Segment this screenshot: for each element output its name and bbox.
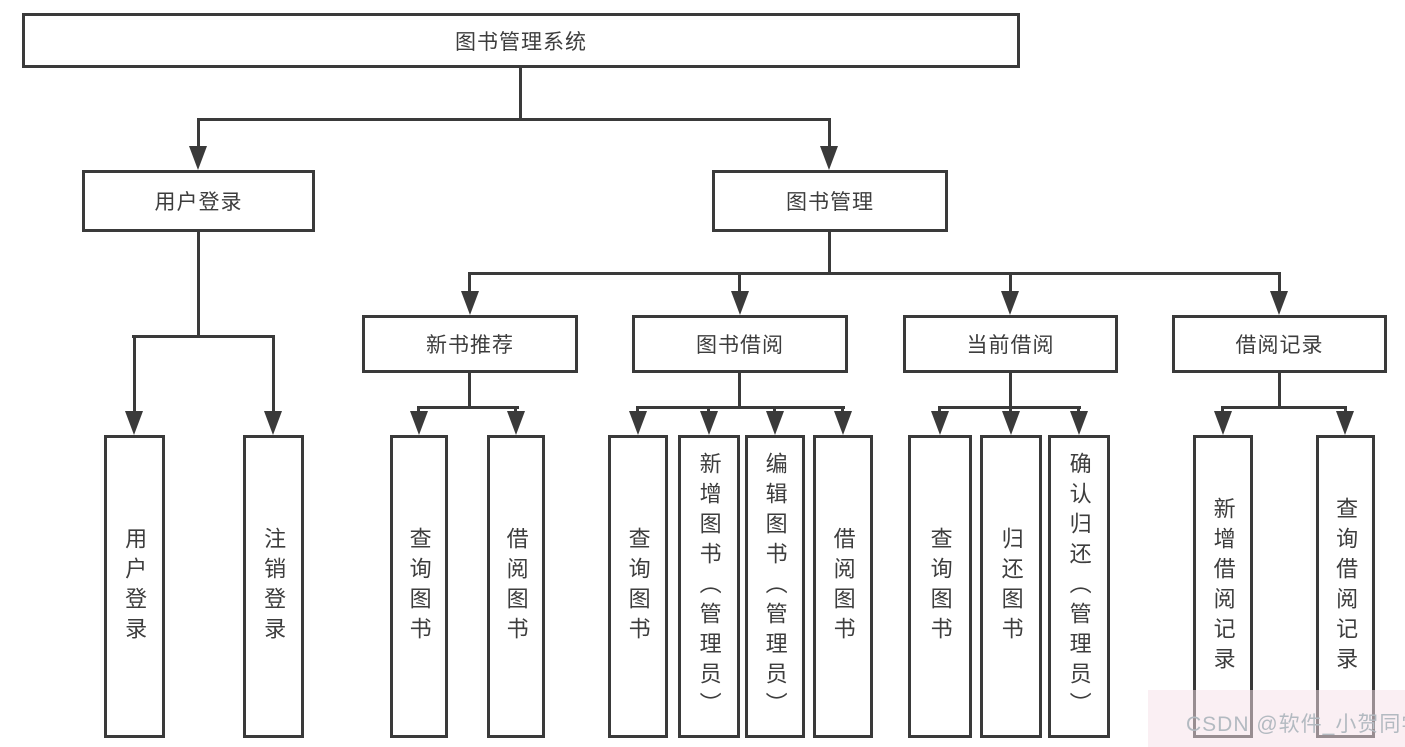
connector xyxy=(1278,272,1281,294)
connector xyxy=(938,406,941,415)
leaf-label: 查询图书 xyxy=(927,526,953,647)
watermark-tint xyxy=(1148,690,1405,747)
node-label: 图书管理 xyxy=(786,191,874,214)
arrow-down-icon xyxy=(507,411,525,435)
connector xyxy=(738,373,741,406)
node-user-login-branch: 用户登录 xyxy=(82,170,315,232)
arrow-down-icon xyxy=(264,411,282,435)
node-label: 用户登录 xyxy=(154,191,243,214)
leaf-borrow-query-books: 查询图书 xyxy=(608,435,668,738)
leaf-label: 新增图书（管理员） xyxy=(696,451,722,722)
leaf-borrow-borrow-books: 借阅图书 xyxy=(813,435,873,738)
arrow-down-icon xyxy=(189,146,207,170)
leaf-logout: 注销登录 xyxy=(243,435,304,738)
node-label: 图书借阅 xyxy=(696,334,784,357)
connector xyxy=(197,118,831,121)
arrow-down-icon xyxy=(1002,411,1020,435)
node-borrowing-records: 借阅记录 xyxy=(1172,315,1387,373)
arrow-down-icon xyxy=(1070,411,1088,435)
connector xyxy=(468,373,471,406)
connector xyxy=(197,232,200,335)
connector xyxy=(132,335,275,338)
node-label: 当前借阅 xyxy=(966,334,1055,357)
leaf-label: 归还图书 xyxy=(998,526,1024,647)
leaf-label: 用户登录 xyxy=(122,526,148,647)
leaf-recommend-borrow-books: 借阅图书 xyxy=(487,435,545,738)
leaf-recommend-query-books: 查询图书 xyxy=(390,435,448,738)
connector xyxy=(197,118,200,148)
connector xyxy=(1278,373,1281,406)
connector xyxy=(133,335,136,413)
connector xyxy=(636,406,845,409)
connector xyxy=(773,406,776,415)
node-root-label: 图书管理系统 xyxy=(455,30,587,54)
arrow-down-icon xyxy=(410,411,428,435)
connector xyxy=(1009,272,1012,294)
leaf-current-return-books: 归还图书 xyxy=(980,435,1042,738)
connector xyxy=(468,272,471,294)
node-book-management: 图书管理 xyxy=(712,170,948,232)
connector xyxy=(417,406,420,415)
leaf-current-query-books: 查询图书 xyxy=(908,435,972,738)
node-current-borrowing: 当前借阅 xyxy=(903,315,1118,373)
node-label: 借阅记录 xyxy=(1235,334,1324,357)
connector xyxy=(514,406,517,415)
leaf-label: 查询借阅记录 xyxy=(1333,496,1359,677)
connector xyxy=(272,335,275,413)
arrow-down-icon xyxy=(731,291,749,315)
arrow-down-icon xyxy=(125,411,143,435)
leaf-label: 注销登录 xyxy=(261,526,287,647)
connector xyxy=(1009,373,1012,406)
leaf-label: 借阅图书 xyxy=(830,526,856,647)
arrow-down-icon xyxy=(1336,411,1354,435)
connector xyxy=(1221,406,1224,415)
arrow-down-icon xyxy=(931,411,949,435)
leaf-label: 新增借阅记录 xyxy=(1210,496,1236,677)
leaf-label: 查询图书 xyxy=(406,526,432,647)
connector xyxy=(468,272,1281,275)
leaf-borrow-edit-books-admin: 编辑图书（管理员） xyxy=(745,435,805,738)
connector xyxy=(519,68,522,118)
leaf-label: 确认归还（管理员） xyxy=(1066,451,1092,722)
connector xyxy=(828,232,831,272)
arrow-down-icon xyxy=(766,411,784,435)
leaf-label: 查询图书 xyxy=(625,526,651,647)
node-book-borrowing: 图书借阅 xyxy=(632,315,848,373)
leaf-borrow-add-books-admin: 新增图书（管理员） xyxy=(678,435,740,738)
watermark: CSDN @软件_小贺同学 xyxy=(1186,713,1405,736)
arrow-down-icon xyxy=(629,411,647,435)
connector xyxy=(1077,406,1080,415)
connector xyxy=(841,406,844,415)
arrow-down-icon xyxy=(1270,291,1288,315)
node-new-book-recommendation: 新书推荐 xyxy=(362,315,578,373)
leaf-label: 借阅图书 xyxy=(503,526,529,647)
arrow-down-icon xyxy=(700,411,718,435)
connector xyxy=(1344,406,1347,415)
connector xyxy=(1221,406,1347,409)
node-label: 新书推荐 xyxy=(426,334,514,357)
leaf-records-query-record: 查询借阅记录 xyxy=(1316,435,1375,738)
leaf-current-confirm-return-admin: 确认归还（管理员） xyxy=(1048,435,1110,738)
arrow-down-icon xyxy=(820,146,838,170)
arrow-down-icon xyxy=(1001,291,1019,315)
arrow-down-icon xyxy=(461,291,479,315)
connector xyxy=(828,118,831,148)
connector xyxy=(738,272,741,294)
connector xyxy=(707,406,710,415)
arrow-down-icon xyxy=(1214,411,1232,435)
node-root: 图书管理系统 xyxy=(22,13,1020,68)
leaf-label: 编辑图书（管理员） xyxy=(762,451,788,722)
arrow-down-icon xyxy=(834,411,852,435)
leaf-records-add-record: 新增借阅记录 xyxy=(1193,435,1253,738)
connector xyxy=(1009,406,1012,415)
connector xyxy=(636,406,639,415)
connector xyxy=(417,406,519,409)
leaf-user-login: 用户登录 xyxy=(104,435,165,738)
